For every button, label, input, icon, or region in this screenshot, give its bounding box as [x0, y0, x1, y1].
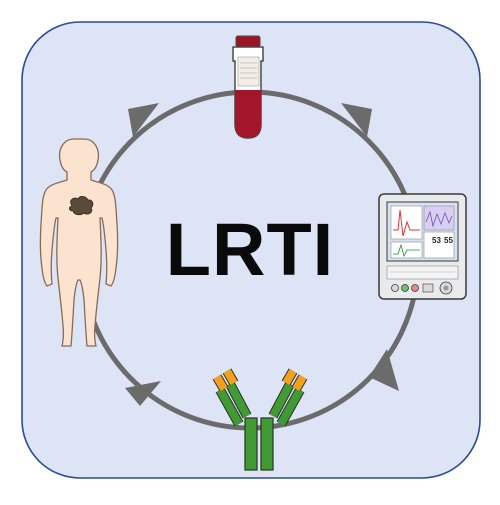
cycle-arrow-top-right: [341, 103, 372, 137]
patient-monitor-icon: [378, 193, 467, 300]
antibody-icon: [212, 368, 308, 471]
cycle-arrow-top-left: [128, 103, 159, 137]
cycle-arrow-bottom-right: [369, 349, 399, 391]
diagram-title: LRTI: [165, 208, 335, 291]
monitor-value-1: 53: [432, 236, 441, 245]
human-body-icon: [39, 138, 119, 347]
blood-tube-icon: [232, 35, 264, 139]
monitor-value-2: 55: [444, 236, 453, 245]
lung-organ: [69, 196, 94, 216]
cycle-arrow-bottom-left: [125, 381, 161, 406]
